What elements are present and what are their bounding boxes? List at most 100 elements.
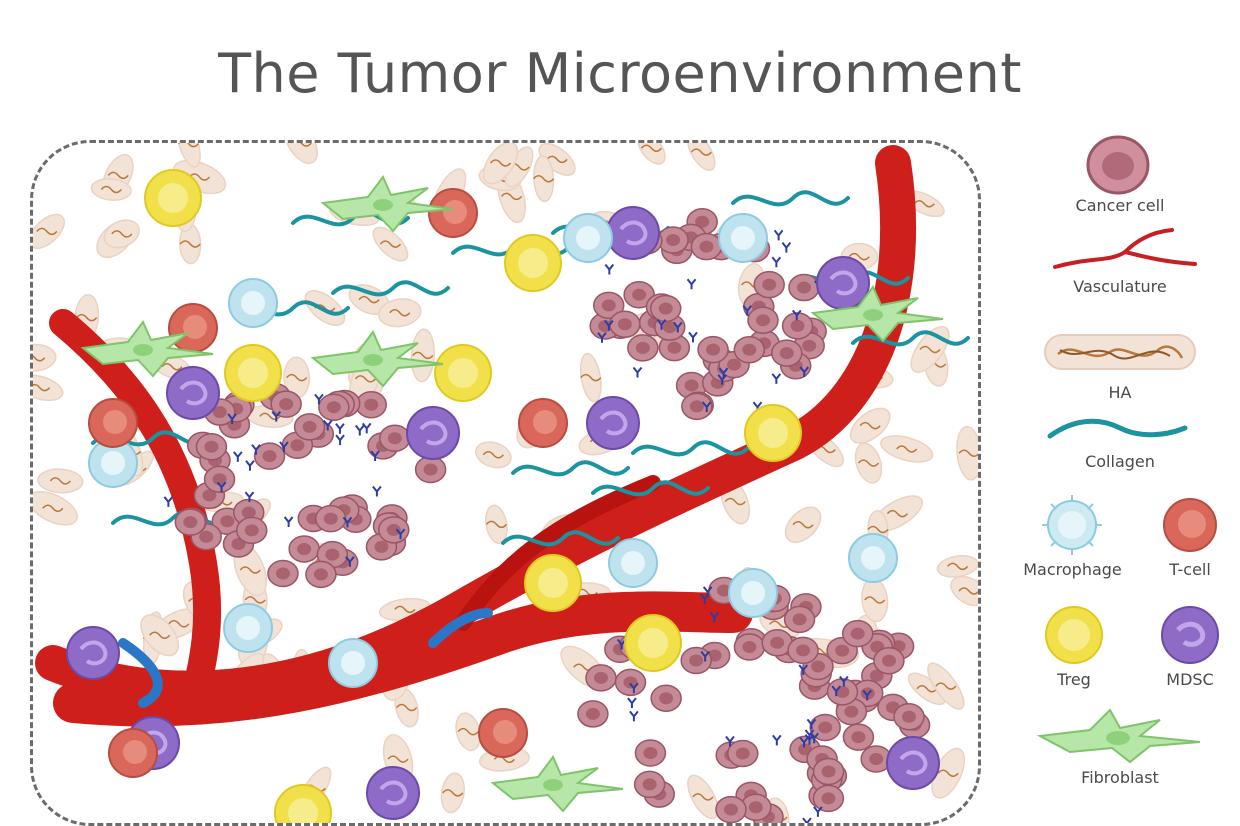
t-cell <box>108 728 158 778</box>
cancer-cell-icon <box>1086 135 1150 195</box>
cancer-cell <box>614 668 647 697</box>
treg-icon <box>1045 606 1103 664</box>
collagen-icon <box>1047 418 1188 439</box>
cancer-cell <box>812 757 845 786</box>
macrophage-icon <box>1042 495 1102 555</box>
t-cell <box>168 303 218 353</box>
macrophage-cell <box>228 278 278 328</box>
treg-cell <box>504 234 562 292</box>
legend-label-ha: HA <box>1108 383 1132 402</box>
antibody-mark <box>699 593 710 605</box>
cancer-cell <box>747 306 779 334</box>
legend-item-cancer-cell: Cancer cell <box>1000 130 1240 220</box>
antibody-mark <box>688 331 698 343</box>
macrophage-cell <box>88 438 138 488</box>
collagen-fiber <box>851 330 970 347</box>
t-cell <box>428 188 478 238</box>
mdsc-cell <box>816 256 870 310</box>
antibody-mark <box>781 241 792 253</box>
collagen-fiber <box>731 190 850 207</box>
cancer-cell <box>623 280 655 309</box>
legend-item-collagen: Collagen <box>1000 408 1240 488</box>
antibody-mark <box>335 423 345 434</box>
collagen-fiber <box>591 480 710 497</box>
cancer-cell <box>787 636 819 665</box>
antibody-mark <box>245 460 255 471</box>
cancer-cell <box>826 678 859 706</box>
cancer-cell <box>873 647 905 675</box>
antibody-mark <box>597 332 607 343</box>
antibody-mark <box>361 422 372 434</box>
cancer-cell <box>680 646 712 675</box>
macrophage-cell <box>728 568 778 618</box>
cancer-cell <box>733 335 766 364</box>
cancer-cell <box>788 273 820 302</box>
antibody-mark <box>791 309 802 321</box>
tumor-scene <box>30 140 981 826</box>
antibody-mark <box>799 736 809 748</box>
ha-blob <box>372 226 409 262</box>
antibody-mark <box>725 735 735 747</box>
antibody-mark <box>233 451 243 462</box>
collagen-fiber <box>501 530 620 547</box>
antibody-mark <box>244 491 255 503</box>
cancer-cell <box>379 424 411 452</box>
antibody-mark <box>314 393 324 405</box>
antibody-mark <box>283 516 294 527</box>
antibody-mark <box>771 256 782 268</box>
cancer-cell <box>783 605 816 634</box>
ha-blob <box>140 614 180 657</box>
cancer-cell <box>203 465 236 493</box>
antibody-mark <box>395 528 406 540</box>
ha-blob <box>927 662 965 710</box>
mdsc-cell <box>166 366 220 420</box>
t-cell <box>88 398 138 448</box>
antibody-mark <box>717 374 727 385</box>
cancer-cell <box>771 339 803 367</box>
antibody-mark <box>604 319 614 331</box>
legend-label-cancer-cell: Cancer cell <box>1075 196 1165 215</box>
antibody-mark <box>700 650 710 662</box>
treg-cell <box>524 554 582 612</box>
antibody-mark <box>773 229 784 241</box>
antibody-mark <box>771 373 782 384</box>
cancer-cell <box>842 723 875 751</box>
fibroblast-cell <box>310 330 444 388</box>
antibody-mark <box>342 516 353 528</box>
mdsc-cell <box>606 206 660 260</box>
cancer-cell <box>634 739 667 767</box>
ha-blob <box>475 441 512 469</box>
antibody-mark <box>354 424 365 436</box>
fibroblast-cell <box>80 320 214 378</box>
cancer-cell <box>414 455 447 484</box>
legend-item-ha: HA <box>1000 310 1240 402</box>
legend-item-t-cell: T-cell <box>1140 490 1240 590</box>
ha-blob <box>485 504 508 545</box>
treg-cell <box>144 169 202 227</box>
fibroblast-cell <box>490 755 624 813</box>
cancer-cell <box>585 664 617 692</box>
mdsc-cell <box>406 406 460 460</box>
cancer-cell <box>715 795 747 823</box>
cancer-cell <box>761 629 793 657</box>
ha-blob <box>284 143 319 164</box>
cancer-cell <box>305 560 337 589</box>
antibody-mark <box>251 444 261 455</box>
antibody-mark <box>806 718 817 730</box>
antibody-mark <box>839 675 849 687</box>
treg-cell <box>744 404 802 462</box>
antibody-mark <box>798 664 809 676</box>
ha-blob <box>378 298 422 328</box>
cancer-cell <box>253 442 286 470</box>
antibody-mark <box>709 611 720 623</box>
legend-item-mdsc: MDSC <box>1140 600 1240 700</box>
antibody-mark <box>163 496 174 507</box>
cancer-cell <box>318 393 350 421</box>
antibody-mark <box>627 697 637 709</box>
ha-blob <box>410 328 435 383</box>
macrophage-cell <box>848 533 898 583</box>
cancer-cell <box>577 700 609 728</box>
ha-blob <box>965 143 978 172</box>
antibody-mark <box>345 556 355 567</box>
macrophage-cell <box>223 603 273 653</box>
